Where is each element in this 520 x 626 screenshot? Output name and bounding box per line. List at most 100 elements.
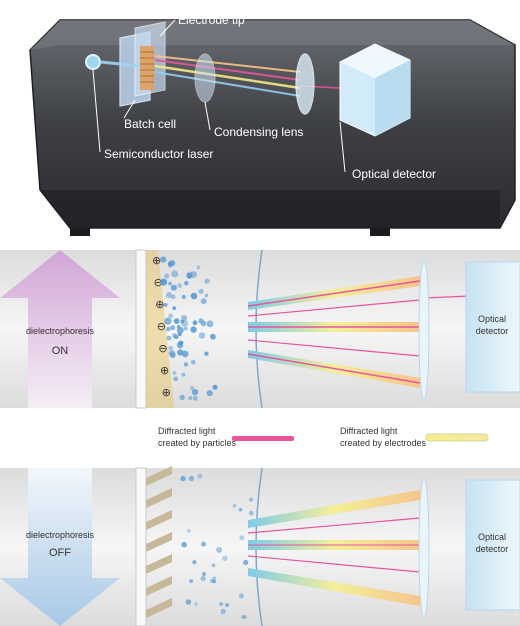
particle [196,265,201,270]
on-glass-wall [135,249,147,409]
particle [211,563,216,568]
particle [198,288,204,294]
particle [163,303,168,307]
off-electrodes [135,466,172,626]
particle [181,294,186,299]
legend-particles-line1: Diffracted light [158,426,216,436]
charge-marker: ⊕ [160,364,169,377]
particle [177,349,184,356]
particle [176,326,184,334]
leader-lines [92,19,346,173]
particle [170,294,176,300]
particle [181,372,186,377]
particle [166,335,172,341]
particle [185,599,192,605]
particle [204,293,209,298]
particle [201,571,207,577]
particle [219,602,223,606]
particle [204,351,209,356]
laser-beams [99,55,341,97]
particle [168,313,174,319]
particle [183,362,189,367]
particle [212,576,217,581]
particle [179,394,185,400]
particle [200,575,206,582]
particle [216,546,223,553]
off-detector-lens [418,477,430,619]
particle [170,325,176,331]
particle [198,332,206,339]
particle [192,395,198,401]
legend-electrodes-swatch [425,433,489,442]
particle [168,281,173,286]
particle [165,292,173,299]
charge-marker: ⊖ [158,342,167,355]
particle [192,560,197,565]
label-electrode-tip: Electrode tip [178,13,245,27]
charge-marker: ⊖ [157,320,166,333]
particle [190,326,197,333]
housing-foot-right [370,228,390,236]
particle [238,593,244,599]
on-arrow-up [0,250,120,408]
particle [190,386,195,391]
particle [164,273,170,279]
particle [190,359,196,365]
on-electrode-band [146,250,174,408]
particle [241,615,245,619]
particle [177,283,183,288]
particle [192,320,198,326]
particle [173,318,180,324]
on-detector-line1: Optical [478,314,506,324]
legend-electrodes-line1: Diffracted light [340,426,398,436]
particle [172,306,177,310]
particle [201,541,207,547]
particle [206,390,213,397]
label-condensing-lens: Condensing lens [214,125,303,139]
particle [191,389,199,396]
particle [173,376,179,382]
optical-detector-cube [339,43,411,137]
particle [181,350,189,358]
electrode-tip [140,46,154,90]
particle [186,528,191,533]
particle [166,326,171,332]
particle [194,602,198,606]
on-charge-markers: ⊕⊖⊕⊖⊖⊕⊕ [152,254,171,399]
off-dep-label: dielectrophoresis [26,530,95,540]
legend-electrodes-line2: created by electrodes [340,438,427,448]
particle [222,555,228,561]
particle [172,370,177,376]
particle [200,298,207,305]
particle [248,510,254,516]
particle [172,333,177,338]
label-optical-detector: Optical detector [352,167,436,181]
legend: Diffracted light created by particles Di… [158,426,489,448]
charge-marker: ⊖ [154,276,163,289]
off-detector-line2: detector [476,544,509,554]
housing-base [40,190,500,228]
on-dep-label: dielectrophoresis [26,326,95,336]
particle [160,256,167,263]
charge-marker: ⊕ [152,254,161,267]
charge-marker: ⊕ [155,298,164,311]
label-semiconductor-laser: Semiconductor laser [104,147,213,161]
particle [171,270,179,278]
off-diffracted-beams [247,490,421,606]
particle [220,608,226,615]
dep-off-panel: dielectrophoresis OFF Optical detector [0,466,520,626]
on-detector-line2: detector [476,326,509,336]
particle [168,345,174,351]
off-particles [180,473,254,619]
particle [169,350,176,357]
particle [167,261,174,267]
particle [189,579,194,583]
on-detector-lens [418,259,430,401]
housing-foot-left [70,228,90,236]
on-optical-detector [465,261,520,393]
particle [190,292,198,300]
particle [181,320,189,327]
particle [170,284,177,291]
particle [184,281,189,286]
